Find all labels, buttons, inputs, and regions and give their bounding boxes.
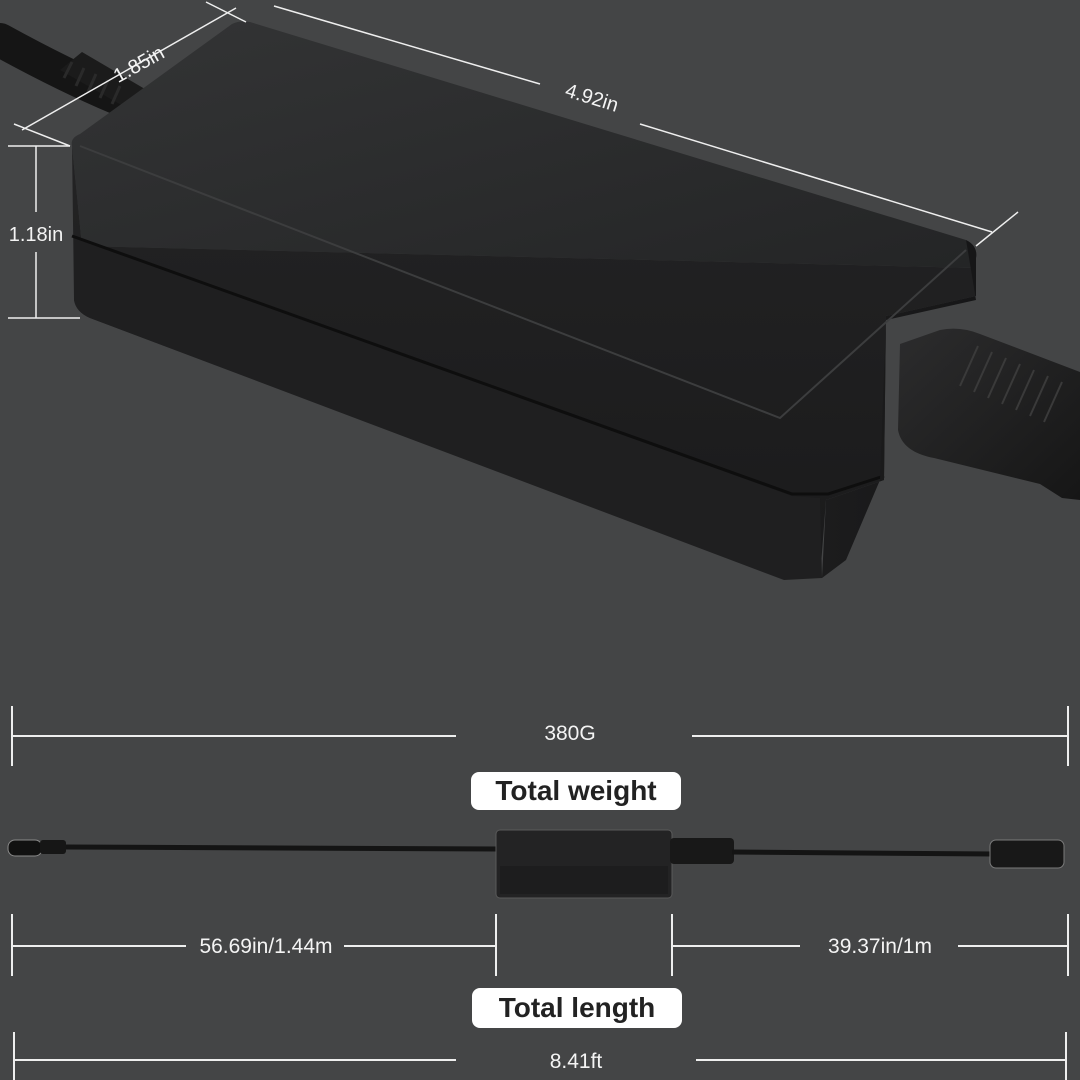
adapter-seam-line [71,234,885,496]
adapter-end-face [822,240,977,578]
ac-plug [898,328,1080,500]
cable-strain-relief [60,52,150,110]
total-weight-pill: Total weight [471,772,681,810]
adapter-front-face [72,146,976,578]
weight-value: 380G [544,722,595,745]
ac-plug-small [670,838,734,864]
length-dimension [273,5,1019,247]
dc-connector-tip [7,839,43,857]
adapter-body-small-shade [500,866,668,894]
total-length-value: 8.41ft [550,1050,603,1073]
total-length-dimension [13,1032,1067,1080]
adapter-top-edge-highlight [79,145,967,420]
ac-cable-dimension [671,914,1069,976]
strain-relief-ridges [62,61,122,105]
adapter-top-face [71,21,977,269]
length-dimension-label: 4.92in [562,80,621,117]
ac-connector-small [989,839,1065,869]
dc-cable-length-label: 56.69in/1.44m [199,935,332,958]
adapter-front-lower [74,236,822,580]
dc-cable-dimension [11,914,497,976]
weight-dimension [11,706,1069,766]
dc-cable-small [65,844,499,852]
adapter-photo [0,21,1080,580]
adapter-with-cables [7,829,1065,899]
ac-plug-grip-ridges [959,345,1063,423]
width-dimension [13,1,247,147]
ac-cable-small [731,849,995,857]
ac-cable-length-label: 39.37in/1m [828,935,932,958]
dc-connector-sleeve [40,840,66,854]
height-dimension [8,145,80,319]
total-length-pill: Total length [472,988,682,1028]
height-dimension-label: 1.18in [9,224,64,246]
